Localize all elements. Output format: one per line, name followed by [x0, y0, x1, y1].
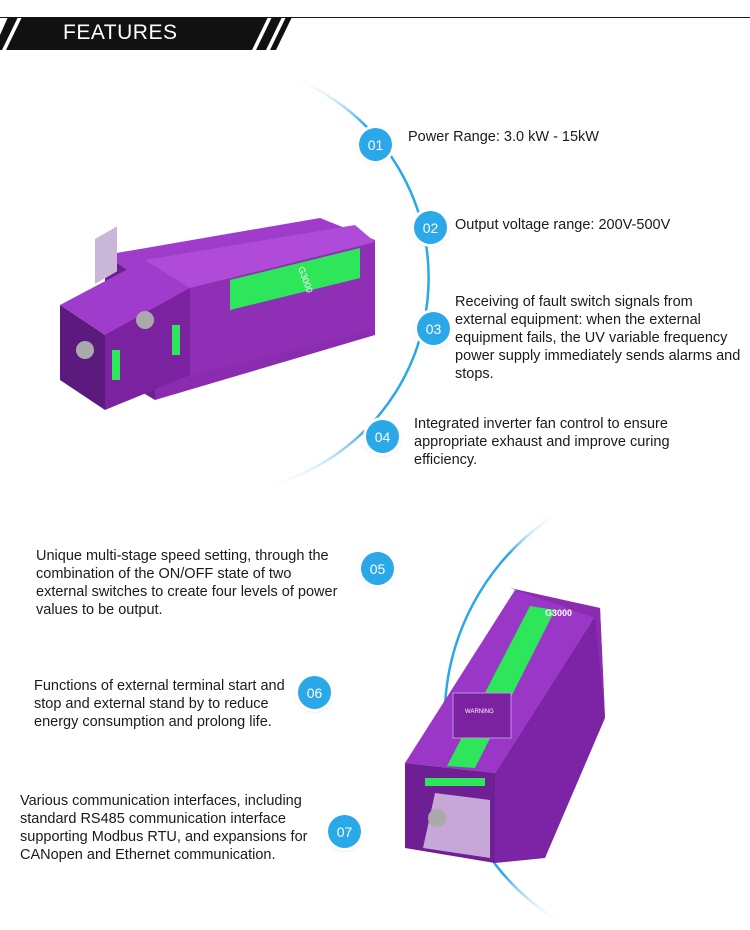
- header-divider: [0, 17, 750, 18]
- feature-text-06: Functions of external terminal start and…: [34, 678, 285, 730]
- page-title: FEATURES: [63, 21, 178, 44]
- feature-text-02: Output voltage range: 200V-500V: [455, 217, 671, 233]
- uv-power-supply-single-image: WARNING G3000: [405, 588, 605, 863]
- feature-number-07: 07: [328, 815, 361, 848]
- feature-number-03: 03: [417, 312, 450, 345]
- feature-number-05: 05: [361, 552, 394, 585]
- feature-text-04: Integrated inverter fan control to ensur…: [414, 416, 670, 468]
- feature-text-07: Various communication interfaces, includ…: [20, 793, 308, 863]
- feature-number-01: 01: [359, 128, 392, 161]
- feature-text-01: Power Range: 3.0 kW - 15kW: [408, 129, 599, 145]
- feature-number-02: 02: [414, 211, 447, 244]
- feature-number-06: 06: [298, 676, 331, 709]
- feature-text-05: Unique multi-stage speed setting, throug…: [36, 548, 338, 618]
- bottom-brand-label: G3000: [545, 608, 572, 618]
- feature-text-03: Receiving of fault switch signals from e…: [455, 294, 741, 382]
- header-banner: [0, 17, 292, 50]
- feature-number-04: 04: [366, 420, 399, 453]
- uv-power-supply-pair-image: G3000: [60, 218, 375, 410]
- warning-label: WARNING: [465, 709, 494, 715]
